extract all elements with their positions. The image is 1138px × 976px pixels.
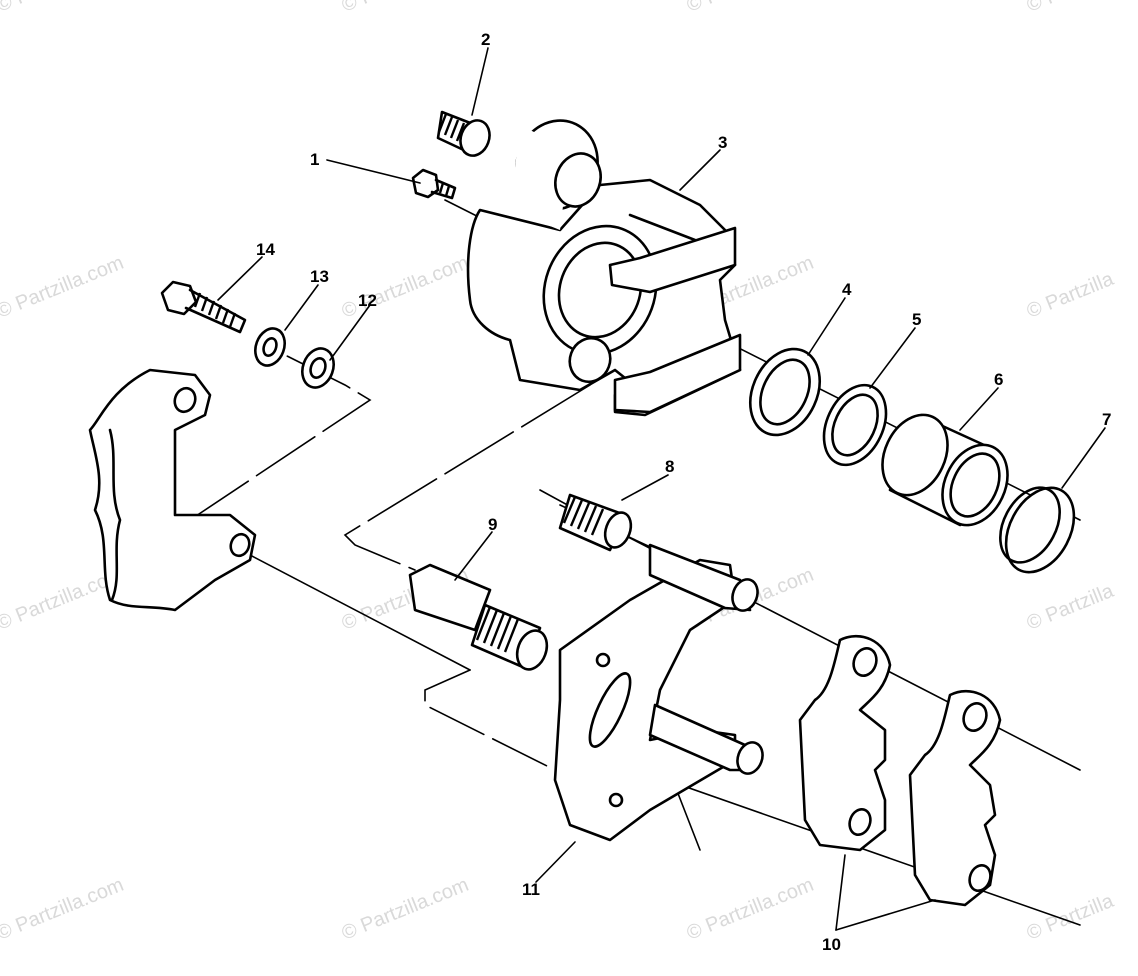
watermark: © Partzilla.com xyxy=(0,252,127,323)
callout-12: 12 xyxy=(358,291,377,310)
watermark: © Partzilla.com xyxy=(684,0,817,17)
part-3-caliper-body xyxy=(466,119,742,417)
watermark: © Partzilla.com xyxy=(684,874,817,945)
watermark: © Partzilla.com xyxy=(339,252,472,323)
part-8-boot xyxy=(558,493,633,552)
watermark: © Partzilla xyxy=(1024,580,1118,635)
callout-11: 11 xyxy=(522,880,540,899)
part-10-brake-pads xyxy=(798,634,1002,907)
watermark: © Partzilla.com xyxy=(339,0,472,17)
part-1-bleeder-screw xyxy=(411,168,457,200)
watermark: © Partzilla.com xyxy=(0,874,127,945)
callout-2: 2 xyxy=(481,30,490,49)
watermark: © Partzilla xyxy=(1024,890,1118,945)
part-9-pin xyxy=(408,563,549,671)
part-14-bolt xyxy=(160,280,247,334)
part-7-piston-cap xyxy=(999,486,1076,574)
part-5-dust-seal xyxy=(822,383,888,467)
callout-9: 9 xyxy=(488,515,497,534)
watermark: © Partzilla xyxy=(1024,268,1118,323)
callout-4: 4 xyxy=(842,280,852,299)
part-6-piston xyxy=(881,413,1009,527)
callouts: 1 2 3 4 5 6 7 8 9 10 11 12 13 14 xyxy=(256,30,1111,954)
part-11-caliper-support xyxy=(553,543,764,842)
watermark: © Partzilla.com xyxy=(339,874,472,945)
callout-3: 3 xyxy=(718,133,727,152)
part-12-lock-washer xyxy=(301,347,335,389)
callout-1: 1 xyxy=(310,150,319,169)
callout-7: 7 xyxy=(1102,410,1111,429)
callout-8: 8 xyxy=(665,457,674,476)
callout-5: 5 xyxy=(912,310,921,329)
part-13-washer xyxy=(254,327,286,367)
part-2-plug xyxy=(436,110,491,157)
mounting-bracket xyxy=(88,368,257,612)
callout-6: 6 xyxy=(994,370,1003,389)
part-4-seal xyxy=(749,347,821,437)
watermark: © Partzilla xyxy=(1024,0,1118,17)
callout-10: 10 xyxy=(822,935,841,954)
watermark: © Partzilla.com xyxy=(0,0,127,17)
leader-lines xyxy=(217,47,1106,931)
callout-13: 13 xyxy=(310,267,329,286)
callout-14: 14 xyxy=(256,240,275,259)
